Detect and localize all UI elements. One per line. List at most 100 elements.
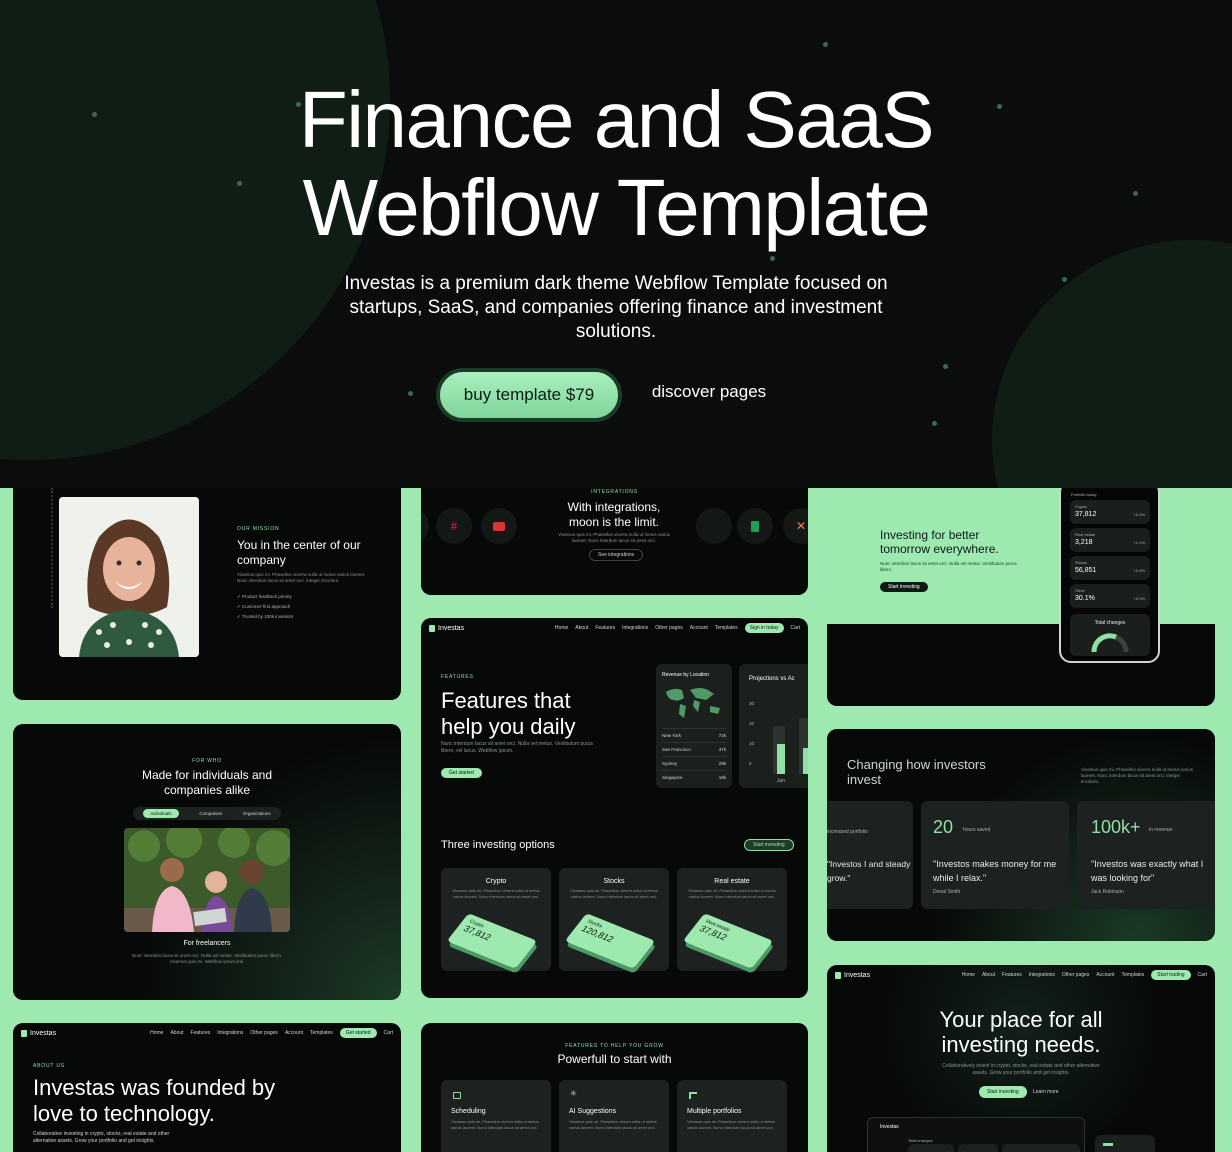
- nav-link[interactable]: Features: [595, 625, 616, 631]
- nav-cta-button[interactable]: Sign in today: [744, 623, 784, 633]
- start-investing-button[interactable]: Start investing: [744, 839, 794, 851]
- dotted-line: [51, 488, 53, 608]
- hubspot-icon: ✕: [783, 508, 808, 544]
- nav-cta-button[interactable]: Get started: [339, 1028, 377, 1038]
- nav-link[interactable]: About: [981, 972, 996, 978]
- nav-link[interactable]: Home: [554, 625, 569, 631]
- nav-link[interactable]: Features: [1002, 972, 1022, 978]
- cart-button[interactable]: Cart: [1197, 972, 1207, 978]
- option-card-real-estate[interactable]: Real estate Vivamus quis mi. Phasellus v…: [677, 868, 787, 971]
- cart-button[interactable]: Cart: [790, 625, 800, 631]
- projection-bar: [777, 744, 785, 774]
- nav-link[interactable]: Integrations: [1028, 972, 1055, 978]
- decorative-circle: [992, 240, 1232, 488]
- place-navbar: Investas Home About Features Integration…: [827, 965, 1215, 985]
- preview-card-place[interactable]: Investas Home About Features Integration…: [827, 965, 1215, 1152]
- powerful-title: Powerfull to start with: [557, 1052, 672, 1066]
- star-dot: [237, 181, 242, 186]
- learn-more-link[interactable]: Learn more: [1033, 1089, 1059, 1095]
- see-integrations-button[interactable]: See integrations: [589, 549, 644, 561]
- tab-organizations[interactable]: Organizations: [242, 811, 271, 816]
- gauge-icon: [1091, 633, 1129, 652]
- options-title: Three investing options: [441, 839, 555, 851]
- app-logo: Investas: [880, 1124, 899, 1130]
- preview-card-testimonials[interactable]: Changing how investors invest Vivamus qu…: [827, 729, 1215, 941]
- projection-bar: [799, 718, 808, 774]
- preview-card-company[interactable]: OUR MISSION You in the center of our com…: [13, 488, 401, 700]
- check-icon: ✓: [237, 614, 242, 619]
- app-preview: Investas Total changes: [867, 1117, 1085, 1152]
- projection-bar: [803, 748, 808, 774]
- nav-link[interactable]: Home: [961, 972, 975, 978]
- option-card-stocks[interactable]: Stocks Vivamus quis mi. Phasellus viverr…: [559, 868, 669, 971]
- nav-link[interactable]: Other pages: [250, 1030, 278, 1036]
- nav-link[interactable]: Templates: [714, 625, 738, 631]
- nav-link[interactable]: Other pages: [655, 625, 683, 631]
- star-dot: [92, 112, 97, 117]
- preview-card-features[interactable]: Investas Home About Features Integration…: [421, 618, 808, 998]
- preview-card-integrations[interactable]: # INTEGRATIONS With integrations, moon i…: [421, 488, 808, 595]
- check-icon: ✓: [237, 604, 243, 609]
- buy-template-button[interactable]: buy template $79: [436, 368, 622, 422]
- company-eyebrow: OUR MISSION: [237, 526, 280, 532]
- star-dot: [1133, 191, 1138, 196]
- check-item: ✓ Trusted by 100k investors: [237, 614, 294, 619]
- phone-mockup: Portfolio today Crypto 37,812 +2.4% Real…: [1059, 488, 1160, 663]
- phone-row: Other 30.1% +0.3%: [1070, 584, 1150, 608]
- star-dot: [408, 391, 413, 396]
- nav-link[interactable]: Integrations: [217, 1030, 244, 1036]
- hero-section: Finance and SaaS Webflow Template Invest…: [0, 0, 1232, 488]
- nav-link[interactable]: Other pages: [1061, 972, 1090, 978]
- integration-icon: [696, 508, 732, 544]
- hero-subtitle: Investas is a premium dark theme Webflow…: [344, 273, 888, 342]
- star-dot: [770, 256, 775, 261]
- discover-pages-link[interactable]: discover pages: [651, 382, 767, 401]
- logo[interactable]: Investas: [429, 624, 464, 632]
- preview-card-investing[interactable]: Investing for better tomorrow everywhere…: [827, 488, 1215, 706]
- preview-card-powerful[interactable]: FEATURES TO HELP YOU GROW Powerfull to s…: [421, 1023, 808, 1152]
- tab-individuals[interactable]: Individuals: [143, 809, 179, 818]
- company-check-list: ✓ Product feedback priority ✓ Customer-f…: [237, 592, 293, 622]
- star-dot: [932, 421, 937, 426]
- start-investing-button[interactable]: Start investing: [880, 582, 928, 592]
- preview-card-made-for[interactable]: FOR WHO Made for individuals and compani…: [13, 724, 401, 1000]
- logo[interactable]: Investas: [835, 971, 870, 979]
- nav-link[interactable]: Account: [689, 625, 708, 631]
- app-panel: [1002, 1144, 1080, 1152]
- get-started-button[interactable]: Get started: [441, 768, 482, 778]
- portrait-photo: [59, 497, 199, 657]
- nav-link[interactable]: Account: [284, 1030, 304, 1036]
- floating-widget: [1095, 1135, 1155, 1152]
- nav-link[interactable]: Home: [150, 1030, 164, 1036]
- nav-link[interactable]: Account: [1096, 972, 1115, 978]
- nav-link[interactable]: Integrations: [622, 625, 649, 631]
- powerful-eyebrow: FEATURES TO HELP YOU GROW: [565, 1043, 664, 1049]
- about-title: Investas was founded by love to technolo…: [33, 1075, 276, 1126]
- nav-link[interactable]: Features: [190, 1030, 211, 1036]
- option-chip: Stocks 120,812: [564, 913, 656, 969]
- cart-button[interactable]: Cart: [383, 1030, 393, 1036]
- progress-bar: [1103, 1143, 1113, 1146]
- preview-card-about[interactable]: Investas Home About Features Integration…: [13, 1023, 401, 1152]
- integrations-eyebrow: INTEGRATIONS: [591, 489, 638, 495]
- stat-card: 100k+ in revenue "Investos was exactly w…: [1077, 801, 1215, 909]
- nav-link[interactable]: Templates: [310, 1030, 333, 1036]
- option-chip: Crypto 37,812: [446, 913, 538, 969]
- hero-title-line1: Finance and SaaS: [298, 75, 935, 164]
- phone-row: Real estate 3,218 +1.1%: [1070, 528, 1150, 552]
- logo[interactable]: Investas: [21, 1029, 56, 1037]
- testimonials-title: Changing how investors invest: [847, 757, 986, 787]
- nav-cta-button[interactable]: Start trading: [1151, 970, 1191, 980]
- tab-companies[interactable]: Companies: [199, 811, 223, 816]
- start-investing-button[interactable]: Start investing: [979, 1086, 1027, 1098]
- nav-link[interactable]: Templates: [1121, 972, 1145, 978]
- slack-icon: #: [436, 508, 472, 544]
- nav-link[interactable]: About: [170, 1030, 184, 1036]
- features-title: Features that help you daily: [441, 688, 576, 739]
- world-map-icon: [666, 688, 720, 718]
- nav-link[interactable]: About: [575, 625, 589, 631]
- option-card-crypto[interactable]: Crypto Vivamus quis mi. Phasellus viverr…: [441, 868, 551, 971]
- app-panel: [958, 1144, 998, 1152]
